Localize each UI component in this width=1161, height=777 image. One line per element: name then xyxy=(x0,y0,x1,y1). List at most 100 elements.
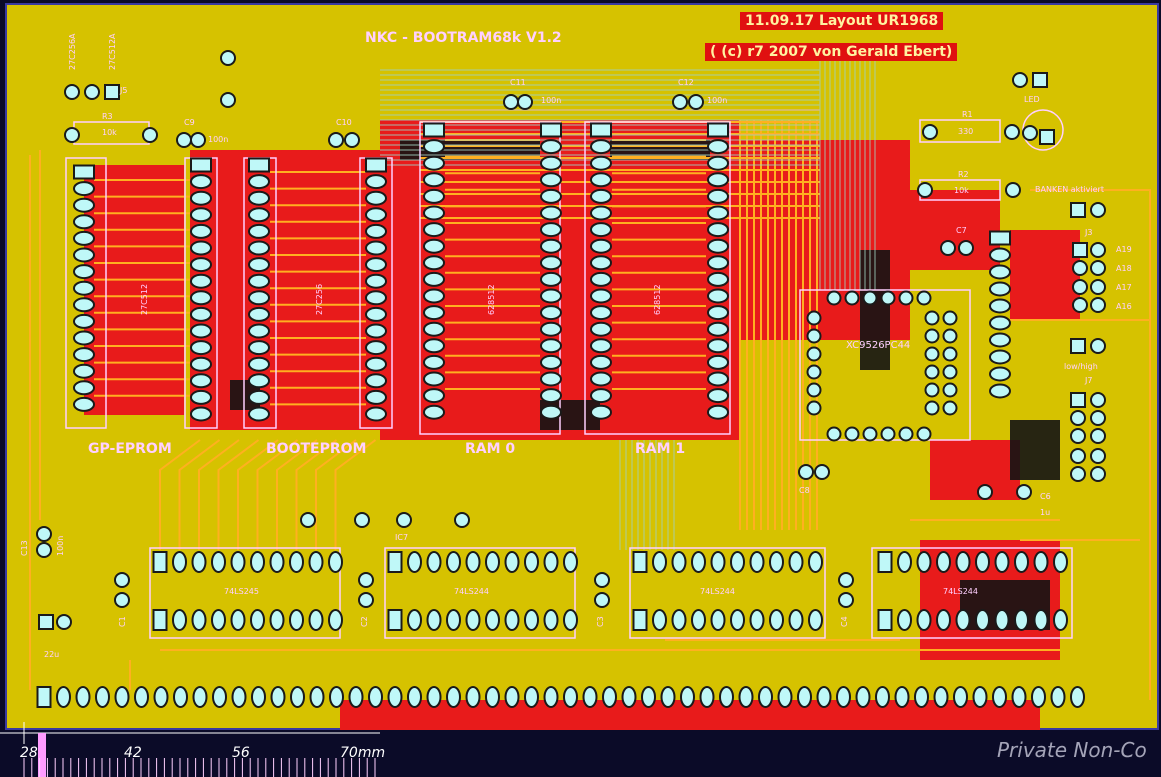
pad-component xyxy=(688,94,704,110)
pad-cpld xyxy=(924,328,940,344)
pad-b1-bottom xyxy=(308,609,324,631)
pad-u4-left xyxy=(590,354,612,370)
pad-u1-left xyxy=(73,297,95,313)
pad-b2-bottom xyxy=(563,609,578,631)
pad-component xyxy=(798,464,814,480)
pad-u3-right xyxy=(540,338,562,354)
pad-u2-left xyxy=(248,273,270,289)
value-r3: 10k xyxy=(102,128,117,137)
pad-component xyxy=(84,84,100,100)
pad-j-col xyxy=(989,298,1011,314)
pad-u2-left xyxy=(248,190,270,206)
pad-u2-left xyxy=(248,389,270,405)
pad-b4-bottom xyxy=(877,609,893,631)
pad-u4-left xyxy=(590,305,612,321)
pad-u1-right xyxy=(190,406,212,422)
pad-bus-connector xyxy=(680,686,695,708)
pad-component xyxy=(1090,428,1106,444)
pad-b3-top xyxy=(788,551,804,573)
pad-component xyxy=(1072,297,1088,313)
pad-u1-right xyxy=(190,240,212,256)
pad-u1-left xyxy=(73,347,95,363)
pad-cpld xyxy=(942,382,958,398)
pad-component xyxy=(594,572,610,588)
pad-bus-connector xyxy=(348,686,364,708)
pad-b1-bottom xyxy=(230,609,246,631)
pad-b4-top xyxy=(916,551,932,573)
label-led: LED xyxy=(1024,95,1040,104)
pad-u3-right xyxy=(540,238,562,254)
pad-j-col xyxy=(989,315,1011,331)
pad-component xyxy=(454,512,470,528)
pad-cpld xyxy=(942,328,958,344)
pad-component xyxy=(1012,72,1028,88)
pad-bus-connector xyxy=(972,686,988,708)
pad-component xyxy=(114,592,130,608)
pad-u3-left xyxy=(423,354,445,370)
pad-bus-connector xyxy=(933,686,949,708)
pad-bus-connector xyxy=(270,686,286,708)
section-ram0: RAM 0 xyxy=(465,441,516,457)
pad-u4-left xyxy=(590,222,612,238)
chip-label-u1: 27C512 xyxy=(140,283,149,315)
pad-u1-right xyxy=(190,323,212,339)
pad-bus-connector xyxy=(992,686,1007,708)
pad-bus-connector xyxy=(251,686,266,708)
pad-component xyxy=(917,182,933,198)
pad-b2-top xyxy=(426,551,442,573)
pad-cpld xyxy=(806,346,822,362)
jumper-label-27c256a: 27C256A xyxy=(68,33,77,70)
pad-u4-right xyxy=(707,155,729,171)
pad-u1-left xyxy=(73,363,95,379)
pad-b1-top xyxy=(289,551,304,573)
pad-b4-bottom xyxy=(955,609,971,631)
pad-u2-right xyxy=(365,323,387,339)
pad-u3-right xyxy=(540,371,562,387)
copper-traces xyxy=(29,109,1151,700)
pad-b1-top xyxy=(250,551,265,573)
pad-component xyxy=(503,94,519,110)
pad-bus-connector xyxy=(114,686,130,708)
ruler-tick-28: 28 xyxy=(20,745,38,761)
pad-component xyxy=(300,512,316,528)
pad-u2-left xyxy=(248,223,270,239)
label-c13: C13 xyxy=(20,540,29,556)
pad-component xyxy=(142,127,158,143)
pad-cpld xyxy=(826,426,842,442)
pad-cpld xyxy=(844,290,860,306)
pad-b2-bottom xyxy=(465,609,481,631)
pad-u1-left xyxy=(73,181,95,197)
pad-b4-bottom xyxy=(916,609,932,631)
pad-b2-bottom xyxy=(504,609,520,631)
pad-cpld xyxy=(880,290,896,306)
section-ram1: RAM 1 xyxy=(635,441,686,457)
chip-label-u4: 628512 xyxy=(653,284,662,315)
label-c9: C9 xyxy=(184,118,195,127)
pad-bus-connector xyxy=(446,686,461,708)
pad-u2-right xyxy=(365,157,387,173)
pad-cpld xyxy=(916,290,932,306)
pad-component xyxy=(1022,125,1038,141)
pad-u2-left xyxy=(248,340,270,356)
pad-u1-right xyxy=(190,190,212,206)
pad-b3-top xyxy=(691,551,706,573)
pad-u2-left xyxy=(248,174,270,190)
pad-b4-top xyxy=(936,551,951,573)
ruler-tick-56: 56 xyxy=(232,745,250,761)
pad-component xyxy=(328,132,344,148)
pad-component xyxy=(594,592,610,608)
pad-u3-right xyxy=(540,255,562,271)
pad-component xyxy=(838,572,854,588)
pad-j-col xyxy=(989,383,1011,399)
pad-bus-connector xyxy=(290,686,305,708)
pad-bus-connector xyxy=(407,686,422,708)
pad-bus-connector xyxy=(173,686,188,708)
pad-u1-right xyxy=(190,290,212,306)
pad-component xyxy=(1070,466,1086,482)
pad-u3-left xyxy=(423,371,445,387)
jumper-label-27c512a: 27C512A xyxy=(108,33,117,70)
pad-component xyxy=(1090,242,1106,258)
label-a17: A17 xyxy=(1116,283,1132,292)
pad-u2-left xyxy=(248,157,270,173)
